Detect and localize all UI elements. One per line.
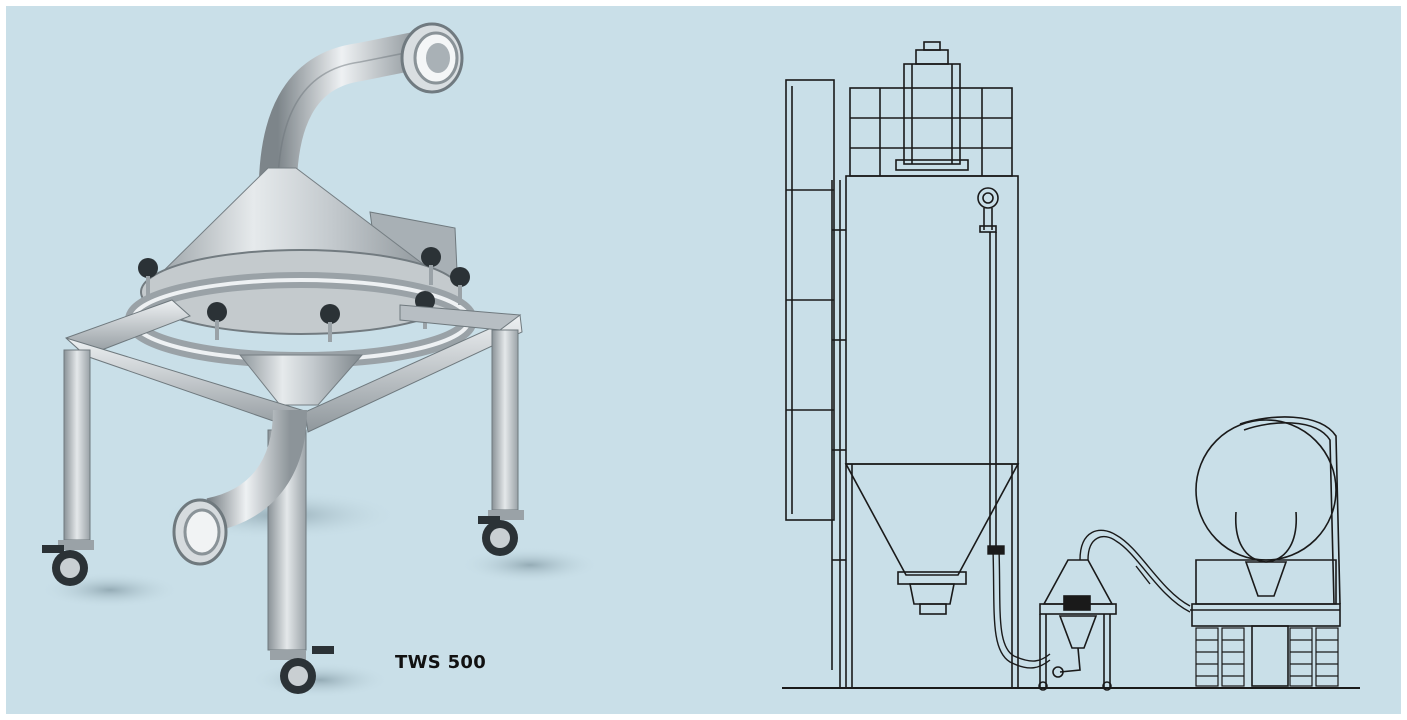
installation-diagram [782, 41, 1360, 691]
tanker-truck [1190, 416, 1341, 687]
ladder-column [785, 79, 846, 688]
product-label: TWS 500 [395, 652, 487, 673]
silo [844, 41, 1020, 688]
tanker-hose [1079, 529, 1191, 613]
sieve-unit-drawing [1038, 559, 1117, 691]
caster-wheels [42, 510, 524, 694]
sieve-machine-image [40, 22, 600, 698]
